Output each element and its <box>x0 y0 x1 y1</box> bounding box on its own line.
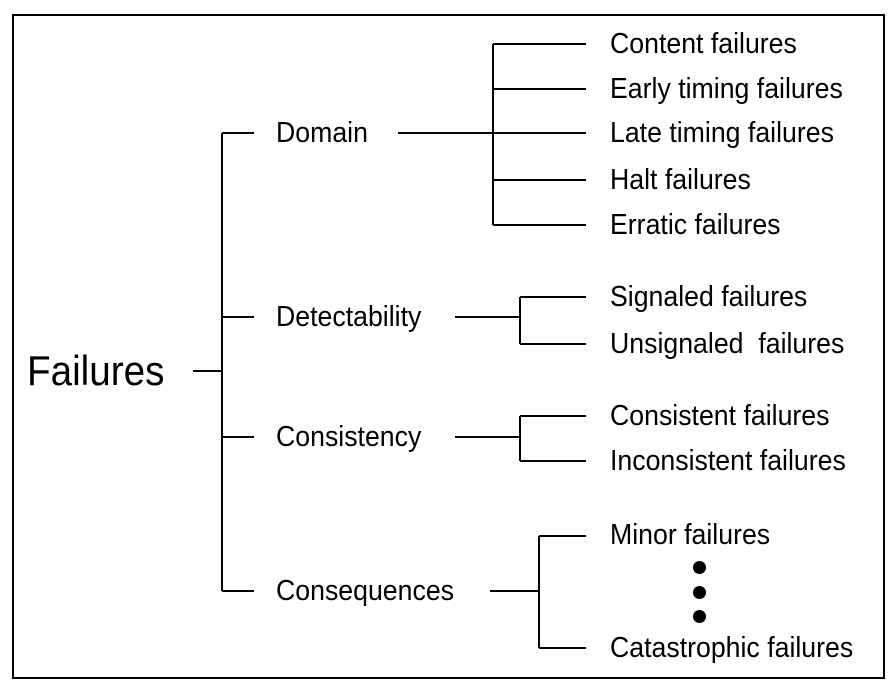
leaf-label: Late timing failures <box>610 117 834 149</box>
root-label: Failures <box>27 347 165 394</box>
category-label-consequences: Consequences <box>276 575 455 607</box>
leaf-label: Inconsistent failures <box>610 445 846 477</box>
diagram-frame <box>12 14 885 679</box>
leaf-label: Content failures <box>610 28 797 60</box>
leaf-label: Unsignaled failures <box>610 328 845 360</box>
category-label-consistency: Consistency <box>276 421 422 453</box>
category-label-domain: Domain <box>276 117 368 149</box>
leaf-label: Minor failures <box>610 519 771 551</box>
leaf-label: Early timing failures <box>610 73 843 105</box>
leaf-label: Erratic failures <box>610 209 781 241</box>
leaf-label: Catastrophic failures <box>610 632 854 664</box>
ellipsis-dot-icon <box>693 586 706 599</box>
leaf-label: Signaled failures <box>610 281 808 313</box>
leaf-label: Consistent failures <box>610 400 830 432</box>
ellipsis-dot-icon <box>693 561 706 574</box>
leaf-label: Halt failures <box>610 164 751 196</box>
ellipsis-dot-icon <box>693 610 706 623</box>
category-label-detectability: Detectability <box>276 301 422 333</box>
